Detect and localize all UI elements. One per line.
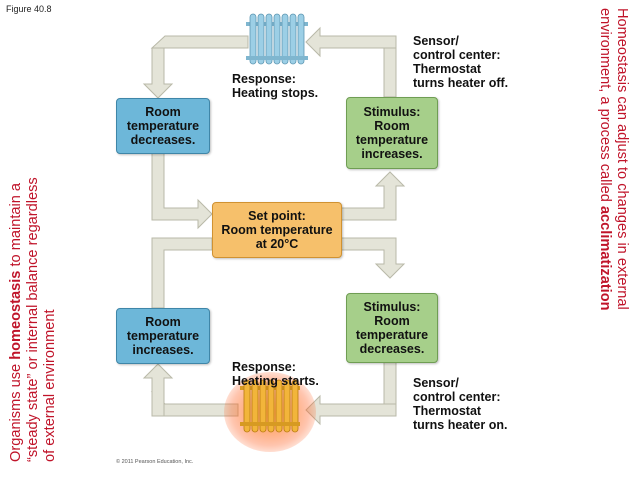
arrow-left-up-to-setpoint <box>151 237 213 309</box>
left-caption: Organisms use homeostasis to maintain a … <box>8 42 59 462</box>
box-line: temperature <box>126 329 200 343</box>
box-line: increases. <box>132 343 194 357</box>
right-caption-prefix: environment, a process called <box>597 8 613 206</box>
set-point-box: Set point: Room temperature at 20°C <box>212 202 342 258</box>
room-temperature-increases-box: Room temperature increases. <box>116 308 210 364</box>
copyright-notice: © 2011 Pearson Education, Inc. <box>116 459 194 465</box>
box-line: Room <box>374 314 410 328</box>
right-caption-line-1: Homeostasis can adjust to changes in ext… <box>614 8 630 310</box>
note-line: Heating starts. <box>232 374 319 388</box>
box-line: Stimulus: <box>363 300 421 314</box>
arrow-left-to-setpoint <box>151 151 213 230</box>
right-caption-line-2: environment, a process called acclimatiz… <box>596 8 613 468</box>
arrow-left-up <box>142 363 174 417</box>
note-line: Sensor/ <box>413 34 459 48</box>
left-caption-bold: homeostasis <box>8 270 24 360</box>
box-line: temperature <box>126 119 200 133</box>
response-heating-starts: Response: Heating starts. <box>232 360 319 388</box>
arrow-setpoint-to-stim-inc <box>340 171 406 221</box>
heater-off-icon <box>246 13 308 65</box>
figure-label: Figure 40.8 <box>6 4 52 14</box>
room-temperature-decreases-box: Room temperature decreases. <box>116 98 210 154</box>
arrow-top-left <box>305 26 397 58</box>
box-line: temperature <box>355 133 429 147</box>
box-line: Set point: <box>248 209 306 223</box>
box-line: increases. <box>361 147 423 161</box>
left-caption-suffix: to maintain a <box>8 182 24 271</box>
note-line: Heating stops. <box>232 86 319 100</box>
lower-loop-arrows <box>142 237 406 426</box>
note-line: turns heater off. <box>413 76 509 90</box>
box-line: temperature <box>355 328 429 342</box>
box-line: Room <box>145 105 181 119</box>
note-line: Thermostat <box>413 62 482 76</box>
arrow-right-up <box>383 47 397 98</box>
left-caption-prefix: Organisms use <box>8 359 24 462</box>
arrow-top-left-2 <box>150 35 249 49</box>
note-line: Sensor/ <box>413 376 459 390</box>
left-caption-line-2: “steady state” or internal balance regar… <box>25 177 41 462</box>
note-line: turns heater on. <box>413 418 508 432</box>
note-line: Response: <box>232 360 296 374</box>
box-line: at 20°C <box>255 237 299 251</box>
response-heating-stops: Response: Heating stops. <box>232 72 318 100</box>
sensor-thermostat-on: Sensor/ control center: Thermostat turns… <box>413 376 507 432</box>
stimulus-increases-box: Stimulus: Room temperature increases. <box>346 97 438 169</box>
upper-loop-arrows <box>142 26 406 230</box>
heater-on-icon <box>224 372 316 452</box>
note-line: Response: <box>232 72 296 86</box>
right-caption: Homeostasis can adjust to changes in ext… <box>596 8 630 468</box>
note-line: control center: <box>413 48 501 62</box>
arrow-left-down <box>142 47 174 99</box>
note-line: control center: <box>413 390 501 404</box>
note-line: Thermostat <box>413 404 482 418</box>
right-caption-bold: acclimatization <box>597 205 613 311</box>
sensor-thermostat-off: Sensor/ control center: Thermostat turns… <box>413 34 508 90</box>
stimulus-decreases-box: Stimulus: Room temperature decreases. <box>346 293 438 363</box>
arrow-setpoint-to-stim-dec <box>340 237 406 279</box>
arrow-bottom-left <box>305 394 397 426</box>
left-caption-line-1: Organisms use homeostasis to maintain a <box>8 42 25 462</box>
left-caption-line-3: of external environment <box>42 309 58 462</box>
box-line: Room <box>145 315 181 329</box>
box-line: decreases. <box>130 133 196 147</box>
box-line: Room <box>374 119 410 133</box>
box-line: Room temperature <box>221 223 333 237</box>
box-line: decreases. <box>359 342 425 356</box>
box-line: Stimulus: <box>363 105 421 119</box>
